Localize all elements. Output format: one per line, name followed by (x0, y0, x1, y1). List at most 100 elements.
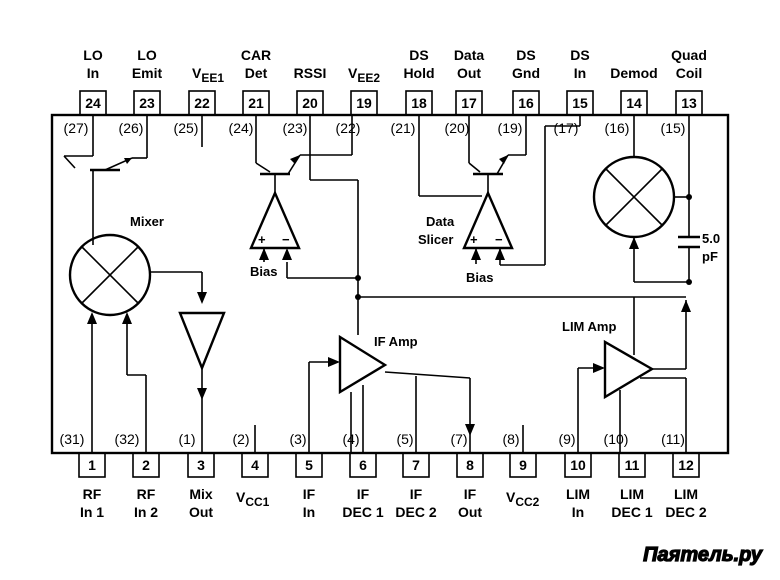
pin-9-label: VCC2 (506, 489, 540, 509)
pin-15-label-1: DS (570, 47, 589, 63)
bottom-pin-8: (7) 8 IF Out (450, 431, 484, 520)
if-amp: IF Amp (308, 334, 475, 453)
top-pin-17: Data Out 17 (20) (445, 47, 485, 136)
if-amp-label: IF Amp (374, 334, 418, 349)
lo-transistor (63, 115, 148, 245)
pin-14-number: 14 (626, 95, 642, 111)
pin-4-internal: (2) (232, 431, 249, 447)
pin-11-label-2: DEC 1 (611, 504, 652, 520)
pin-7-label-2: DEC 2 (395, 504, 436, 520)
pin-5-label-1: IF (303, 486, 316, 502)
bottom-pin-1: (31) 1 RF In 1 (60, 431, 106, 520)
lim-amp-triangle (603, 339, 655, 400)
top-pin-24: LO In 24 (27) (64, 47, 107, 136)
pin-24-internal: (27) (64, 120, 89, 136)
pin-14-label: Demod (610, 65, 657, 81)
pin-1-label-1: RF (83, 486, 102, 502)
car-det-opamp (249, 189, 301, 250)
pin-10-number: 10 (570, 457, 586, 473)
pin-2-label-1: RF (137, 486, 156, 502)
top-pin-22: VEE1 22 (25) (174, 65, 225, 136)
top-pin-18: DS Hold 18 (21) (391, 47, 435, 136)
pin-20-internal: (23) (283, 120, 308, 136)
pin-12-internal: (11) (661, 431, 685, 447)
pin-13-number: 13 (681, 95, 697, 111)
top-pin-19: VEE2 19 (22) (336, 65, 381, 136)
pin-24-number: 24 (85, 95, 101, 111)
pin-3-label-2: Out (189, 504, 213, 520)
cap-value-2: pF (702, 249, 718, 264)
pin-8-label-2: Out (458, 504, 482, 520)
data-slicer-opamp (462, 189, 514, 250)
watermark: Паятель.ру (643, 544, 763, 566)
pin-18-number: 18 (411, 95, 427, 111)
top-pin-20: RSSI 20 (23) (283, 65, 327, 136)
pin-17-number: 17 (461, 95, 477, 111)
pin-19-number: 19 (356, 95, 372, 111)
pin-12-label-1: LIM (674, 486, 698, 502)
pin-4-number: 4 (251, 457, 259, 473)
pin-16-number: 16 (518, 95, 534, 111)
pin-10-label-1: LIM (566, 486, 590, 502)
data-slicer-plus: + (470, 232, 478, 247)
bias-right-label: Bias (466, 270, 493, 285)
pin-23-internal: (26) (119, 120, 144, 136)
pin-9-internal: (8) (502, 431, 519, 447)
bottom-pin-2: (32) 2 RF In 2 (115, 431, 160, 520)
pin-21-internal: (24) (229, 120, 254, 136)
pin-22-internal: (25) (174, 120, 199, 136)
pin-12-label-2: DEC 2 (665, 504, 706, 520)
top-pin-14: Demod 14 (16) (605, 65, 658, 136)
pin-21-label-2: Det (245, 65, 268, 81)
bottom-pin-5: (3) 5 IF In (289, 431, 323, 520)
bias-left-label: Bias (250, 264, 277, 279)
pin-23-number: 23 (139, 95, 155, 111)
pin-5-internal: (3) (289, 431, 306, 447)
pin-3-number: 3 (197, 457, 205, 473)
pin-5-label-2: In (303, 504, 315, 520)
pin-13-internal: (15) (661, 120, 686, 136)
pin-11-label-1: LIM (620, 486, 644, 502)
mix-out-buffer (178, 311, 226, 453)
bottom-pin-7: (5) 7 IF DEC 2 (395, 431, 436, 520)
pin-22-label: VEE1 (192, 65, 224, 85)
bottom-pin-10: (9) 10 LIM In (558, 431, 592, 520)
pin-18-internal: (21) (391, 120, 416, 136)
pin-15-number: 15 (572, 95, 588, 111)
pin-2-label-2: In 2 (134, 504, 158, 520)
pin-11-number: 11 (625, 457, 640, 473)
pin-7-number: 7 (412, 457, 420, 473)
bottom-pins: (31) 1 RF In 1 (32) 2 RF In 2 (1) 3 Mix … (60, 431, 707, 520)
pin-11-internal: (10) (604, 431, 629, 447)
pin-21-label-1: CAR (241, 47, 271, 63)
pin-16-label-1: DS (516, 47, 535, 63)
data-slicer-label-1: Data (426, 214, 455, 229)
pin-8-internal: (7) (450, 431, 467, 447)
mixer-label: Mixer (130, 214, 164, 229)
bottom-pin-11: (10) 11 LIM DEC 1 (604, 431, 653, 520)
bottom-pin-12: (11) 12 LIM DEC 2 (661, 431, 707, 520)
bottom-pin-3: (1) 3 Mix Out (178, 431, 215, 520)
pin-18-label-2: Hold (403, 65, 434, 81)
rssi-line (309, 115, 686, 355)
top-pin-16: DS Gnd 16 (19) (498, 47, 540, 136)
pin-14-internal: (16) (605, 120, 630, 136)
data-slicer: + − Data Slicer Bias (418, 115, 581, 285)
top-pins: LO In 24 (27) LO Emit 23 (26) VEE1 22 (2… (64, 47, 707, 136)
pin-17-label-2: Out (457, 65, 481, 81)
car-det-minus: − (282, 232, 290, 247)
top-pin-15: DS In 15 (17) (554, 47, 594, 136)
pin-20-number: 20 (302, 95, 318, 111)
pin-13-label-1: Quad (671, 47, 707, 63)
pin-1-internal: (31) (60, 431, 85, 447)
pin-5-number: 5 (305, 457, 313, 473)
pin-8-number: 8 (466, 457, 474, 473)
pin-22-number: 22 (194, 95, 210, 111)
pin-6-label-1: IF (357, 486, 370, 502)
if-amp-triangle (338, 334, 388, 395)
pin-16-label-2: Gnd (512, 65, 540, 81)
pin-16-internal: (19) (498, 120, 523, 136)
pin-24-label-2: In (87, 65, 99, 81)
pin-18-label-1: DS (409, 47, 428, 63)
